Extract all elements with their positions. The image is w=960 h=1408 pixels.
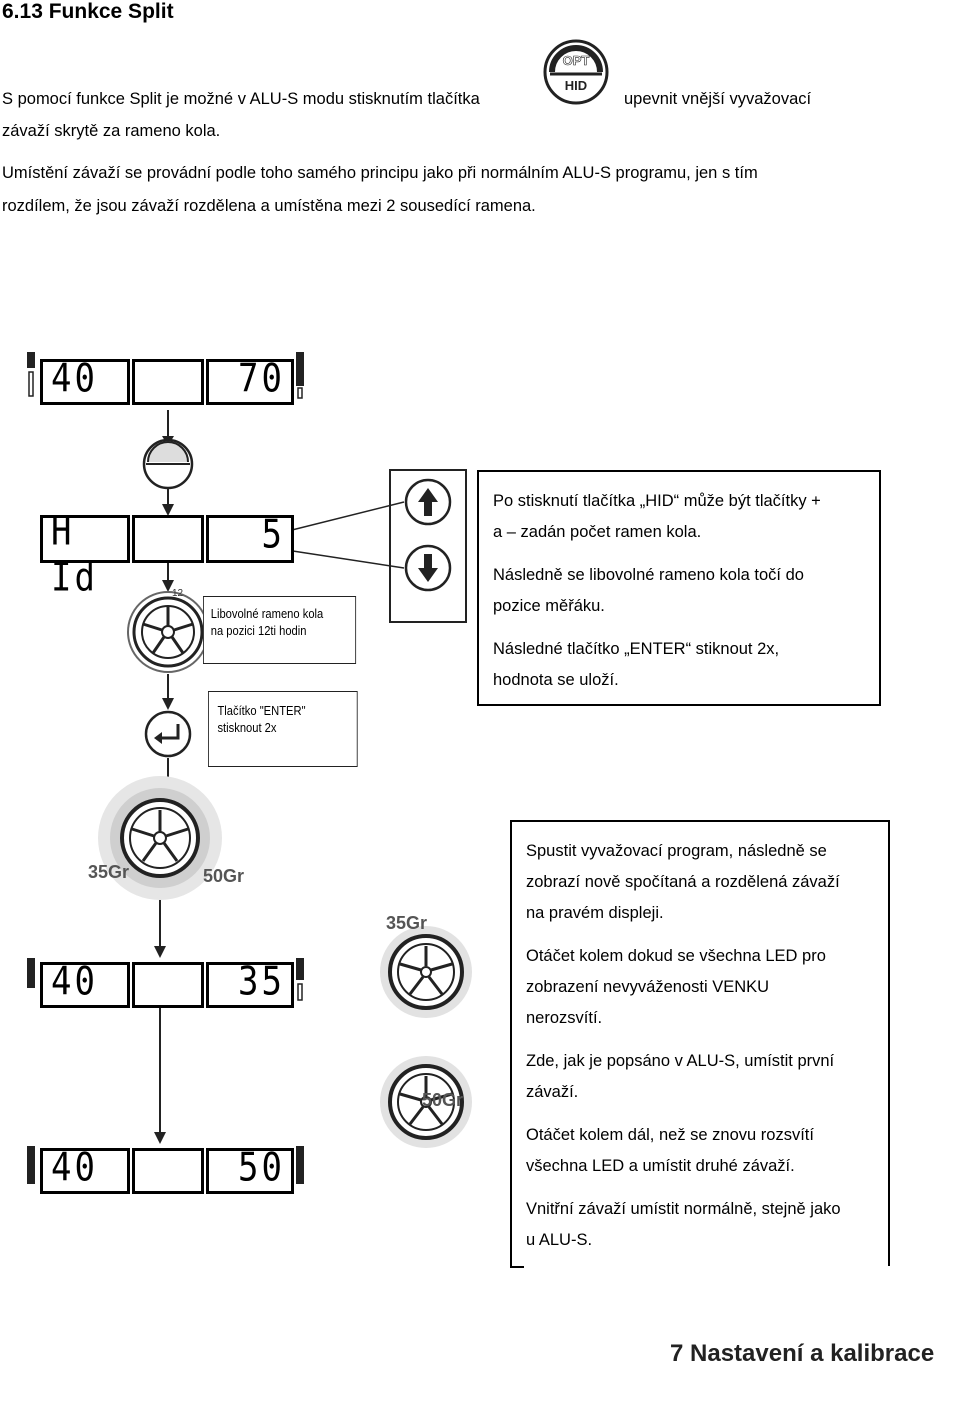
box2-p3-l1: Zde, jak je popsáno v ALU-S, umístit prv… (526, 1052, 835, 1070)
wheel-icon (127, 591, 209, 673)
box2-p4-l1: Otáčet kolem dál, než se znovu rozsvítí (526, 1126, 814, 1144)
box1-p2-l2: pozice měřáku. (493, 597, 605, 615)
display-left: 40 (40, 959, 130, 1008)
box2-p1-l1: Spustit vyvažovací program, následně se (526, 842, 827, 860)
box2-p3-l2: závaží. (526, 1083, 579, 1101)
wheel-note: Libovolné rameno kola na pozici 12ti hod… (203, 596, 357, 664)
instruction-box: Po stisknutí tlačítka „HID“ může být tla… (477, 470, 881, 706)
led-indicator-icon (27, 958, 304, 1001)
weight-label: 50Gr (422, 1090, 464, 1110)
display-value: 40 (51, 356, 98, 402)
opt-hid-button-icon: OPT HID (542, 38, 610, 106)
instruction-box: Spustit vyvažovací program, následně se … (510, 820, 890, 1266)
opt-hid-icon (142, 438, 194, 490)
enter-note: Tlačítko "ENTER" stisknout 2x (208, 691, 358, 767)
wheel-icon (380, 926, 472, 1018)
display-right: 70 (206, 356, 294, 405)
display-right: 5 (206, 512, 294, 563)
box2-p1-l2: zobrazí nově spočítaná a rozdělená závaž… (526, 873, 840, 891)
display-right: 50 (206, 1145, 294, 1194)
weight-label: 35Gr (88, 862, 130, 882)
display-value: 50 (238, 1145, 285, 1191)
display-value: 35 (238, 959, 285, 1005)
enter-button-icon (144, 710, 192, 758)
section-heading: 6.13 Funkce Split (2, 0, 174, 23)
display-middle (132, 515, 204, 563)
box1-p1-l2: a – zadán počet ramen kola. (493, 523, 702, 541)
display-value: 5 (261, 512, 285, 558)
box1-p1-l1: Po stisknutí tlačítka „HID“ může být tla… (493, 492, 821, 510)
enter-note-line1: Tlačítko "ENTER" (217, 703, 306, 718)
intro-line2: závaží skrytě za rameno kola. (2, 122, 221, 140)
display-value: 40 (51, 1145, 98, 1191)
split-wheels (380, 926, 472, 1148)
box2-p2-l2: zobrazení nevyváženosti VENKU (526, 978, 770, 996)
display-value: 40 (51, 959, 98, 1005)
led-indicator-icon (27, 352, 304, 399)
wheel-top-number: 12 (172, 588, 184, 599)
box2-p5-l2: u ALU-S. (526, 1231, 593, 1249)
display-right: 35 (206, 959, 294, 1008)
led-indicator-icon (27, 1146, 304, 1184)
wheel-note-line1: Libovolné rameno kola (210, 606, 324, 621)
up-down-button-panel (389, 469, 467, 623)
enter-note-line2: stisknout 2x (217, 720, 277, 735)
display-left: 40 (40, 356, 130, 405)
display-left: 40 (40, 1145, 130, 1194)
para2-line1: Umístění závaží se provádní podle toho s… (2, 164, 758, 182)
box1-p2-l1: Následně se libovolné rameno kola točí d… (493, 566, 804, 584)
display-left: H Id (40, 509, 130, 601)
display-middle (132, 962, 204, 1008)
display-value: H Id (51, 509, 98, 601)
opt-label: OPT (563, 53, 590, 68)
display-middle (132, 359, 204, 405)
box2-p2-l1: Otáčet kolem dokud se všechna LED pro (526, 947, 826, 965)
box2-p4-l2: všechna LED a umístit druhé závaží. (526, 1157, 795, 1175)
wheel-icon (380, 1056, 472, 1148)
flow-diagram (27, 352, 467, 1184)
box2-p5-l1: Vnitřní závaží umístit normálně, stejně … (526, 1200, 841, 1218)
intro-line1-before: S pomocí funkce Split je možné v ALU-S m… (2, 90, 480, 108)
box2-p1-l3: na pravém displeji. (526, 904, 664, 922)
box-corner (510, 1266, 524, 1268)
box1-p3-l2: hodnota se uloží. (493, 671, 619, 689)
weight-label: 35Gr (386, 913, 428, 933)
hid-label: HID (565, 78, 587, 93)
weight-label: 50Gr (203, 866, 245, 886)
wheel-note-line2: na pozici 12ti hodin (210, 623, 307, 638)
wheel-icon (98, 776, 222, 900)
intro-line1-after: upevnit vnější vyvažovací (624, 90, 812, 108)
display-middle (132, 1148, 204, 1194)
next-section-heading: 7 Nastavení a kalibrace (670, 1340, 935, 1367)
box2-p2-l3: nerozsvítí. (526, 1009, 603, 1027)
display-value: 70 (238, 356, 285, 402)
box1-p3-l1: Následné tlačítko „ENTER“ stiknout 2x, (493, 640, 780, 658)
para2-line2: rozdílem, že jsou závaží rozdělena a umí… (2, 197, 536, 215)
